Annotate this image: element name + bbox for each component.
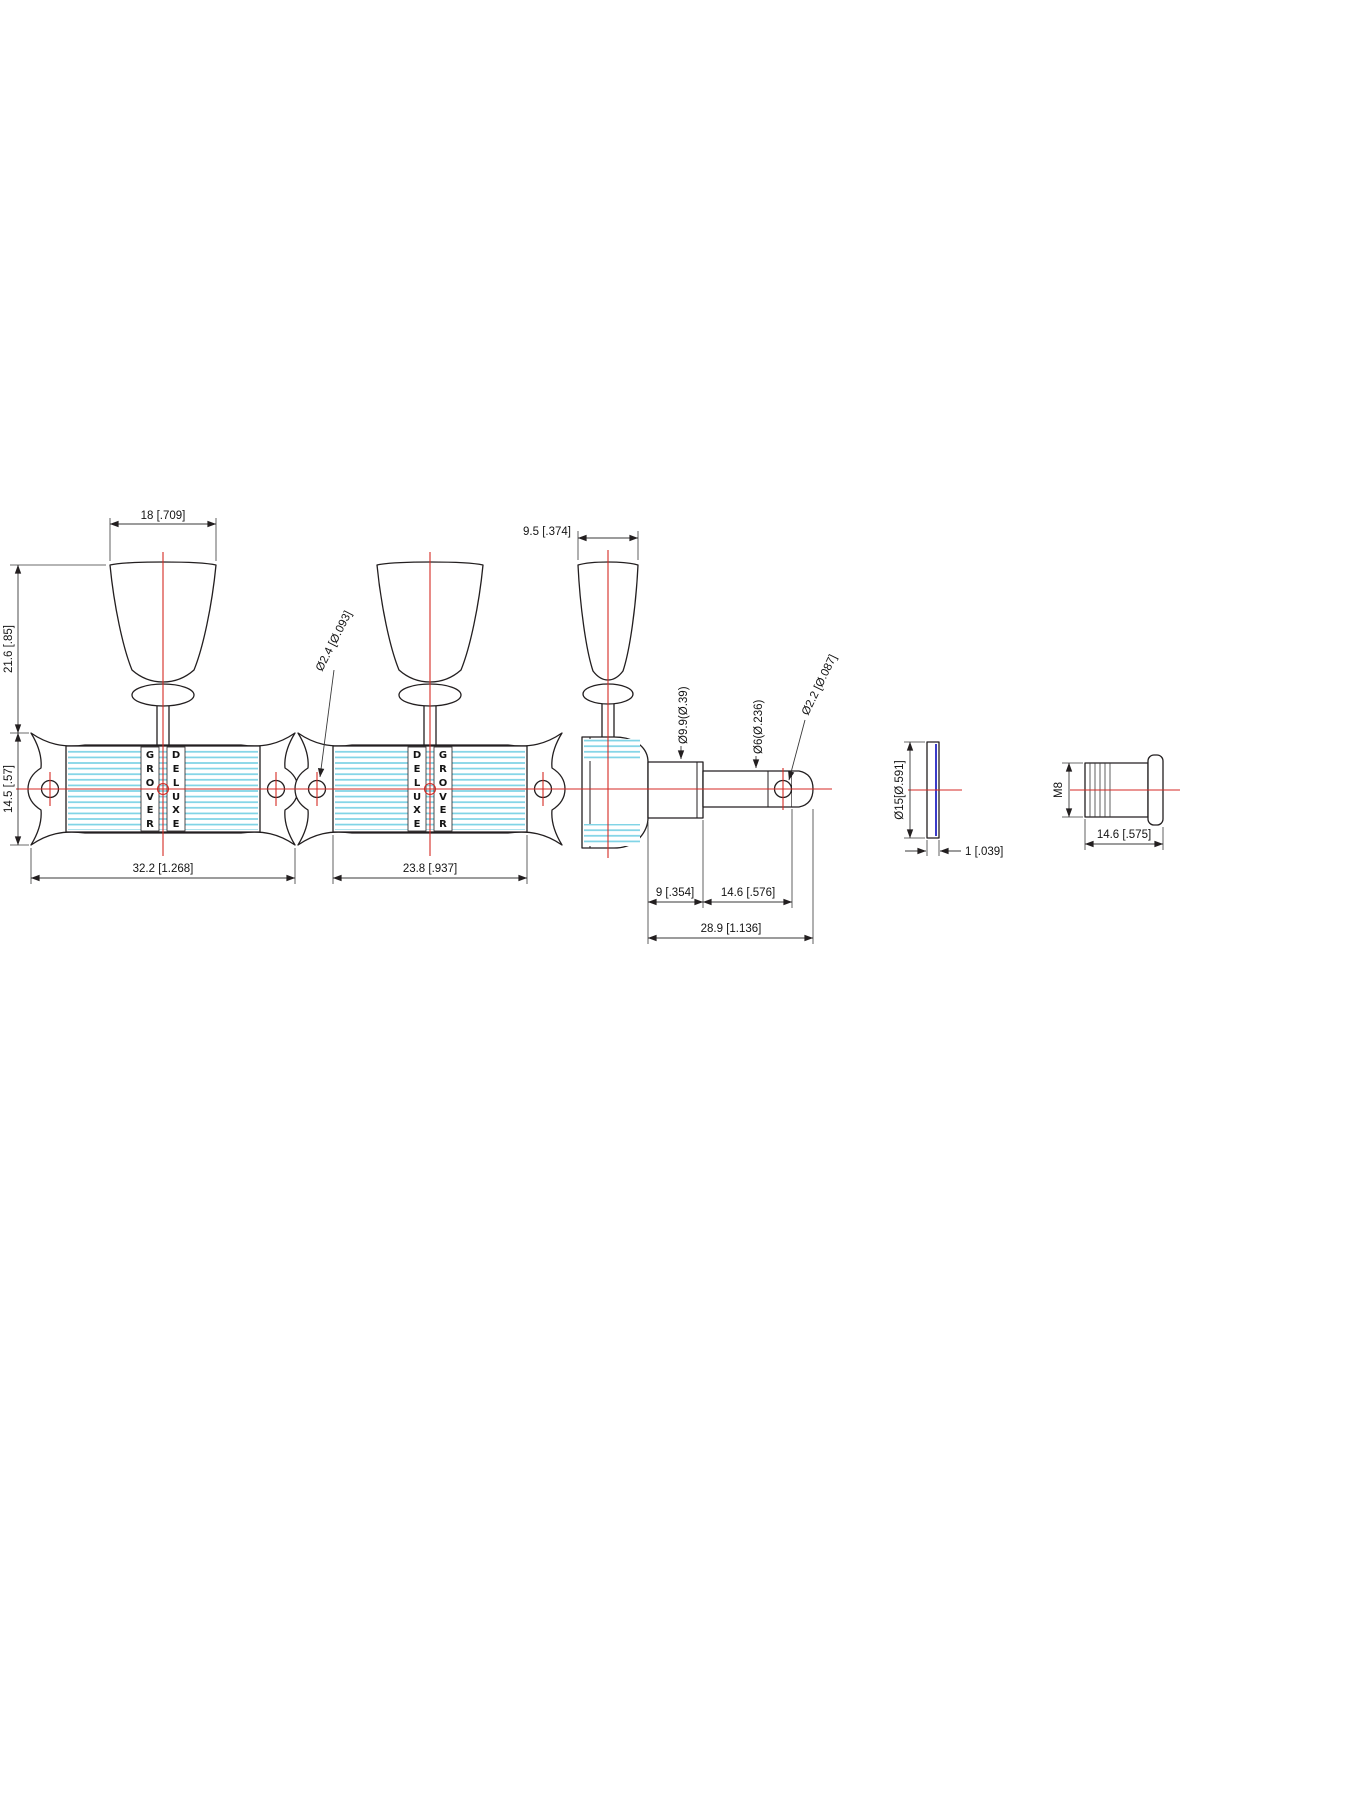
- dim-label-plate-width: 23.8 [.937]: [403, 863, 457, 875]
- plate-letter: V: [146, 792, 154, 803]
- plate-letter: V: [439, 792, 447, 803]
- dimension-housing-width: 32.2 [1.268]: [30, 848, 296, 884]
- plate-letter: D: [413, 750, 421, 761]
- callout-shaft-diameter: Ø9.9(Ø.39): [677, 686, 690, 760]
- dimension-housing-height: 14.5 [.57]: [3, 732, 29, 846]
- plate-letter: E: [414, 819, 421, 830]
- dim-label-post-diameter: Ø6(Ø.236): [753, 700, 765, 754]
- plate-letter: D: [172, 750, 180, 761]
- dimension-plate-width: 23.8 [.937]: [332, 835, 528, 884]
- plate-letters-left-column: G R O V E R: [146, 750, 155, 830]
- dimension-seat-length: 9 [.354]: [647, 820, 704, 944]
- dim-label-housing-width: 32.2 [1.268]: [133, 863, 194, 875]
- dim-label-housing-height: 14.5 [.57]: [3, 765, 15, 813]
- side-view: 9.5 [.374] Ø9.9(Ø.39) Ø6(Ø.236) Ø2.2 [Ø.…: [523, 526, 840, 944]
- plate-letter: R: [146, 819, 154, 830]
- plate-letter: E: [173, 819, 180, 830]
- plate-letters-right-column: D E L U X E: [172, 750, 180, 830]
- dim-label-seat-length: 9 [.354]: [656, 887, 694, 899]
- dimension-button-depth: 9.5 [.374]: [523, 526, 639, 560]
- dimension-washer-thickness: 1 [.039]: [905, 840, 1003, 858]
- tuner-front-unit: [282, 551, 578, 857]
- plate-letter: E: [414, 764, 421, 775]
- plate-letter: R: [439, 819, 447, 830]
- dim-label-button-height: 21.6 [.85]: [3, 625, 15, 673]
- callout-label-screw-hole: Ø2.4 [Ø.093]: [314, 609, 355, 673]
- dim-label-button-width: 18 [.709]: [141, 510, 186, 522]
- plate-letter: R: [146, 764, 154, 775]
- plate-letter: U: [413, 792, 421, 803]
- plate-letters-right-column: G R O V E R: [439, 750, 448, 830]
- dim-label-washer-diameter: Ø15[Ø.591]: [894, 760, 906, 819]
- front-view-right: D E L U X E G R O V E R Ø2.4 [Ø.093] 23.…: [282, 551, 578, 884]
- front-view-left: G R O V E R D E L U X E 18 [.709] 21.6: [3, 510, 311, 884]
- tuner-front-unit: [15, 551, 311, 857]
- dim-label-shaft-diameter: Ø9.9(Ø.39): [678, 686, 690, 744]
- dim-label-overall-length: 28.9 [1.136]: [701, 923, 762, 935]
- dim-label-washer-thickness: 1 [.039]: [965, 846, 1003, 858]
- dim-label-post-length: 14.6 [.576]: [721, 887, 775, 899]
- plate-letter: E: [147, 805, 154, 816]
- plate-letter: X: [172, 805, 180, 816]
- plate-letter: O: [439, 778, 448, 789]
- dimension-post-length: 14.6 [.576]: [702, 809, 793, 908]
- dim-label-bushing-length: 14.6 [.575]: [1097, 829, 1151, 841]
- dimension-button-height: 21.6 [.85]: [3, 564, 106, 734]
- dimension-bushing-length: 14.6 [.575]: [1084, 819, 1164, 850]
- callout-string-hole-diameter: Ø2.2 [Ø.087]: [788, 653, 840, 781]
- plate-letter: G: [439, 750, 447, 761]
- washer-view: Ø15[Ø.591] 1 [.039]: [894, 741, 1003, 858]
- plate-letters-left-column: D E L U X E: [413, 750, 421, 830]
- callout-post-diameter: Ø6(Ø.236): [752, 700, 765, 769]
- plate-letter: E: [173, 764, 180, 775]
- plate-letter: U: [172, 792, 180, 803]
- plate-letter: G: [146, 750, 154, 761]
- plate-letter: X: [413, 805, 421, 816]
- dim-label-bushing-thread: M8: [1053, 782, 1065, 798]
- dim-label-button-depth: 9.5 [.374]: [523, 526, 571, 538]
- dimension-button-width: 18 [.709]: [109, 510, 217, 561]
- housing-hatch-bottom: [584, 824, 640, 846]
- housing-hatch-top: [584, 739, 640, 761]
- dimension-bushing-thread: M8: [1053, 762, 1083, 818]
- plate-letter: O: [146, 778, 155, 789]
- plate-letter: E: [440, 805, 447, 816]
- plate-letter: R: [439, 764, 447, 775]
- plate-letter: L: [173, 778, 180, 789]
- dimension-overall-length: 28.9 [1.136]: [647, 809, 814, 944]
- dim-label-string-hole-diameter: Ø2.2 [Ø.087]: [800, 653, 840, 717]
- plate-letter: L: [414, 778, 421, 789]
- dimension-washer-diameter: Ø15[Ø.591]: [894, 741, 925, 839]
- shaft-seat: [647, 761, 704, 819]
- bushing-view: M8 14.6 [.575]: [1053, 754, 1180, 850]
